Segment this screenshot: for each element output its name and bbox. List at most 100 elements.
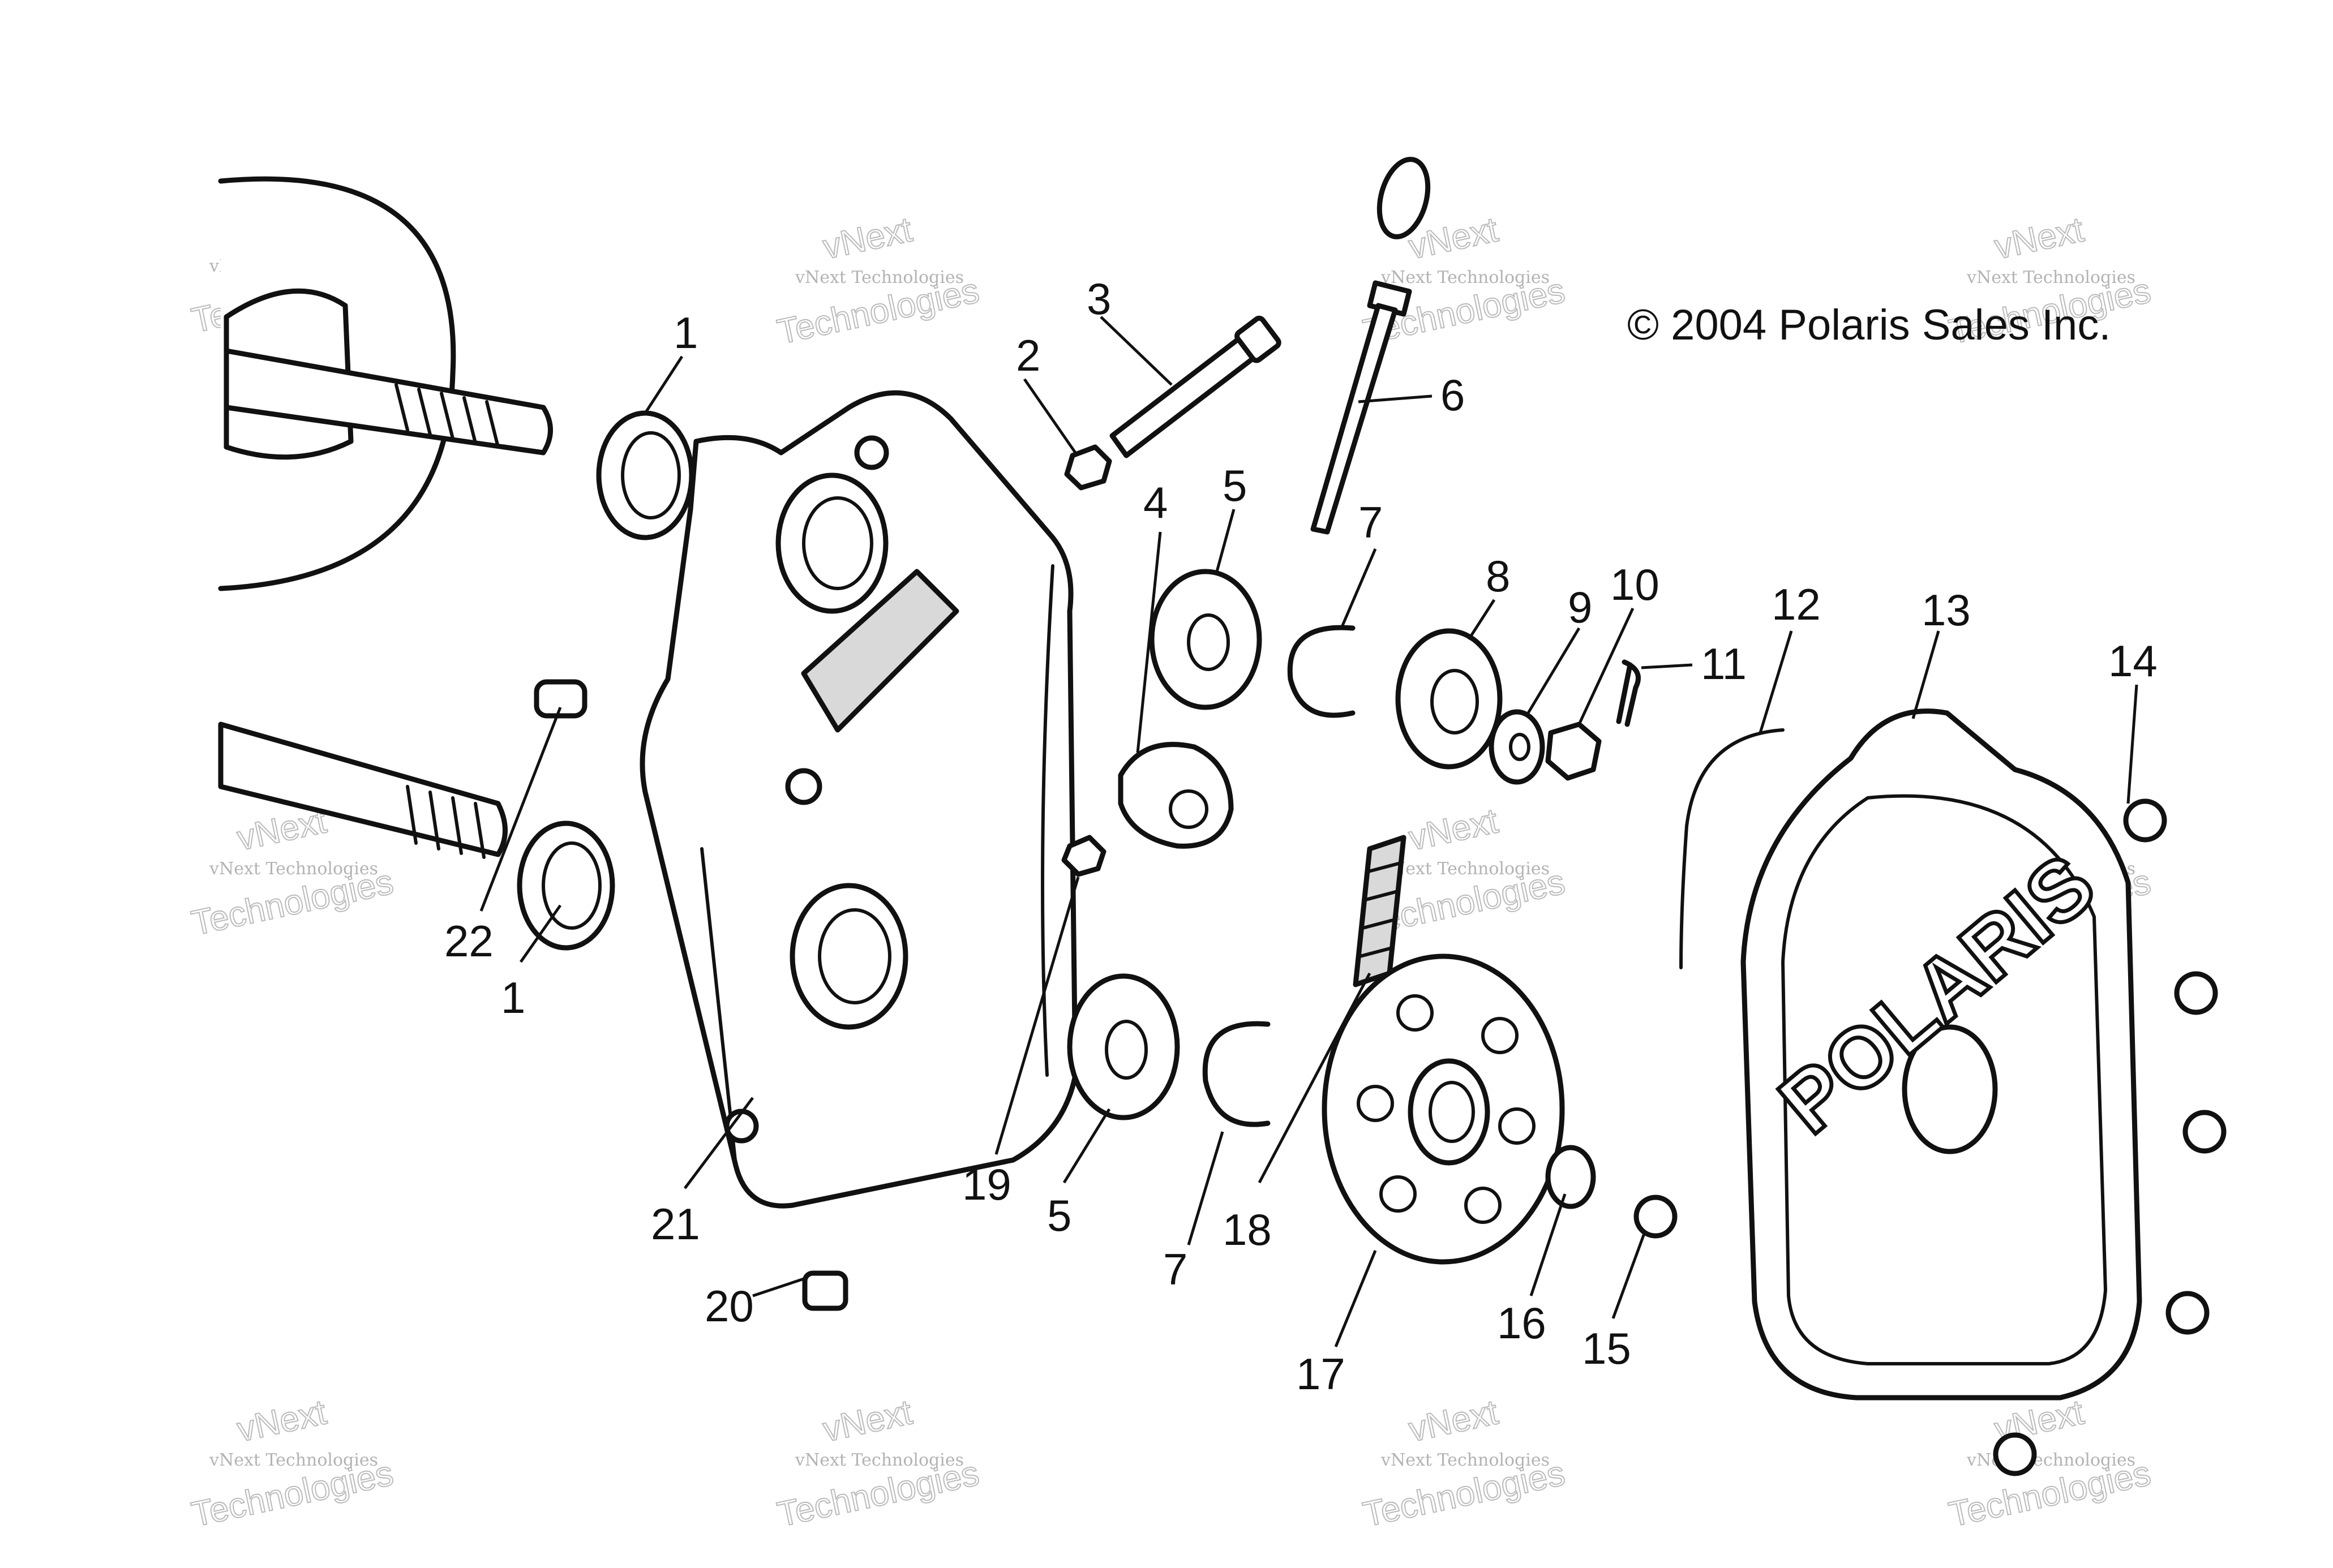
leader-3	[1100, 316, 1173, 386]
drive-chain-links	[1358, 861, 1403, 958]
leader-9	[1526, 627, 1581, 714]
cover-bolt	[2182, 1110, 2227, 1154]
leader-16	[1529, 1193, 1567, 1296]
drive-sprocket-bore	[1430, 669, 1479, 734]
callout-17: 17	[1296, 1349, 1345, 1399]
dipstick-rod	[1310, 303, 1398, 535]
watermark-text: vNext Technologies	[1380, 859, 1550, 879]
leader-17	[1334, 1250, 1377, 1347]
drive-sprocket	[1395, 628, 1503, 770]
driven-sprocket-hole	[1357, 1085, 1394, 1122]
bearing-lower-bore	[1105, 1020, 1148, 1080]
leader-8	[1467, 599, 1496, 641]
leader-lines	[479, 316, 2138, 1347]
washer-9-bore	[1509, 733, 1530, 761]
driven-sprocket-hole	[1379, 1175, 1417, 1213]
cover-bolt	[2174, 971, 2218, 1015]
callout-7-lower: 7	[1163, 1244, 1187, 1294]
washer-9	[1489, 709, 1545, 785]
leader-20	[752, 1277, 804, 1298]
chaincase-cover-inner-edge	[1781, 794, 2108, 1365]
bearing-upper-bore	[1187, 613, 1230, 671]
leader-1b	[519, 904, 562, 963]
callout-22: 22	[444, 916, 494, 966]
callout-21: 21	[651, 1199, 700, 1249]
leader-7a	[1340, 548, 1377, 629]
leader-12	[1759, 630, 1793, 733]
callout-1-upper: 1	[674, 308, 698, 358]
bolt-3-head	[1234, 315, 1281, 363]
dipstick-ring	[1376, 157, 1431, 239]
chaincase-housing	[640, 390, 1078, 1209]
callout-14: 14	[2108, 636, 2158, 686]
leader-1a	[644, 355, 684, 414]
case-bolt-hole	[854, 435, 889, 470]
washer-16	[1545, 1145, 1596, 1209]
leader-5b	[1062, 1108, 1111, 1184]
watermark-logo-text: vNext	[1405, 801, 1501, 858]
callout-15: 15	[1582, 1324, 1631, 1373]
cotter-pin-11	[1616, 659, 1641, 727]
nut-2	[1064, 444, 1112, 491]
callout-7-upper: 7	[1358, 497, 1383, 547]
callout-9: 9	[1568, 582, 1592, 632]
watermark-text: vNext Technologies	[1380, 268, 1550, 287]
callout-19: 19	[962, 1159, 1011, 1209]
case-edge-detail	[700, 564, 1054, 1167]
callout-6: 6	[1440, 370, 1465, 420]
cover-bolt	[2165, 1291, 2210, 1335]
oil-seal-upper-inner	[621, 431, 681, 519]
drive-chain-body	[1353, 835, 1406, 987]
callout-numbers: 1 1 2 3 4 5 5 6 7 7 8 9 10 11 12 13 14 1…	[444, 274, 2158, 1399]
watermark-tile: vNext vNext Technologies Technologies	[188, 1392, 397, 1535]
watermark-tile: vNext vNext Technologies Technologies	[1360, 1392, 1569, 1535]
cover-bolt	[1993, 1432, 2037, 1476]
chain-tensioner-pin	[1169, 789, 1208, 829]
watermark-tile: vNext vNext Technologies Technologies	[774, 1392, 983, 1535]
watermark-text: vNext Technologies	[209, 859, 378, 879]
callout-20: 20	[705, 1281, 754, 1331]
driven-sprocket-hole	[1464, 1187, 1502, 1224]
watermark-logo-text: vNext	[1405, 1393, 1501, 1449]
plug-22	[534, 679, 587, 719]
leader-11	[1641, 663, 1693, 669]
leader-4	[1136, 531, 1162, 753]
leader-14	[2126, 684, 2138, 804]
callout-16: 16	[1497, 1298, 1546, 1348]
case-upper-bore	[775, 472, 889, 614]
bearing-lower	[1067, 973, 1180, 1120]
driven-sprocket-hole	[1481, 1017, 1519, 1054]
watermark-text: vNext Technologies	[795, 1450, 964, 1470]
callout-4: 4	[1143, 478, 1168, 527]
leader-15	[1611, 1233, 1646, 1319]
leader-10	[1577, 607, 1635, 725]
callout-12: 12	[1772, 579, 1821, 629]
leader-18	[1258, 972, 1371, 1184]
driven-sprocket	[1322, 953, 1565, 1265]
watermark-logo-text: vNext	[1991, 210, 2087, 267]
watermark-tile: vNext vNext Technologies Technologies	[1945, 1392, 2155, 1535]
driven-sprocket-hub	[1408, 1058, 1490, 1166]
castle-nut-10	[1545, 721, 1602, 781]
leader-19	[994, 877, 1080, 1155]
nut-19	[1061, 835, 1107, 877]
leader-13	[1911, 630, 1940, 719]
cover-bolts	[1993, 798, 2227, 1476]
chaincase-cover-boss	[1902, 1024, 1998, 1154]
callout-5-upper: 5	[1223, 461, 1247, 510]
case-lower-bore-inner	[818, 908, 891, 1004]
chaincase-body	[640, 390, 1078, 1209]
drive-sprocket-body	[1395, 628, 1503, 770]
callout-11: 11	[1701, 639, 1747, 689]
o-ring-seal	[1679, 728, 1785, 969]
driven-sprocket-hole	[1498, 1107, 1536, 1145]
watermark-text: vNext Technologies	[795, 268, 964, 287]
leader-5a	[1215, 509, 1236, 572]
case-bolt-hole	[785, 768, 822, 805]
watermark-logo-text: vNext	[820, 210, 915, 267]
watermark-text: vNext Technologies	[1966, 268, 2135, 287]
watermark-logo-text: vNext	[820, 1393, 915, 1449]
dipstick	[1310, 157, 1431, 535]
callout-3: 3	[1087, 274, 1111, 324]
